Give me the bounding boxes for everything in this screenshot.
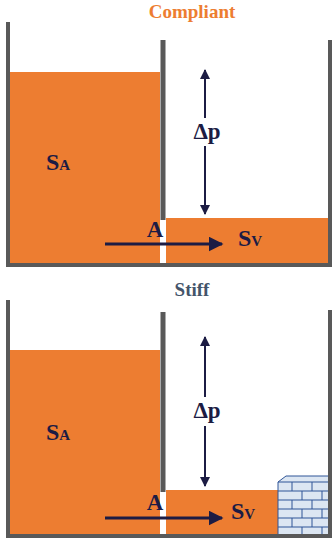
pressure-label: Δp (193, 119, 220, 144)
flow-arrow (105, 243, 222, 246)
divider-wall (161, 40, 166, 220)
pressure-label: Δp (193, 398, 220, 423)
compartment-label: SV (238, 225, 262, 251)
divider-wall (161, 312, 166, 492)
pressure-arrow (204, 70, 206, 118)
tank-wall (8, 22, 330, 265)
compartment-label: SA (46, 419, 70, 445)
arterial-fluid (10, 350, 160, 535)
panel-heading: Compliant (149, 2, 236, 23)
panel-heading: Stiff (175, 280, 210, 301)
brick-wall (278, 476, 330, 535)
tank-wall (8, 300, 330, 536)
compartment-label: SV (231, 498, 255, 524)
pressure-arrow (204, 337, 206, 397)
flow-arrow (105, 517, 222, 520)
pressure-arrow (204, 146, 206, 214)
pressure-arrow (204, 426, 206, 486)
flow-label: A (147, 490, 164, 515)
arterial-fluid (10, 72, 160, 263)
venous-fluid (166, 490, 278, 535)
compartment-label: SA (46, 149, 70, 175)
flow-label: A (147, 217, 164, 242)
venous-fluid (166, 218, 328, 263)
